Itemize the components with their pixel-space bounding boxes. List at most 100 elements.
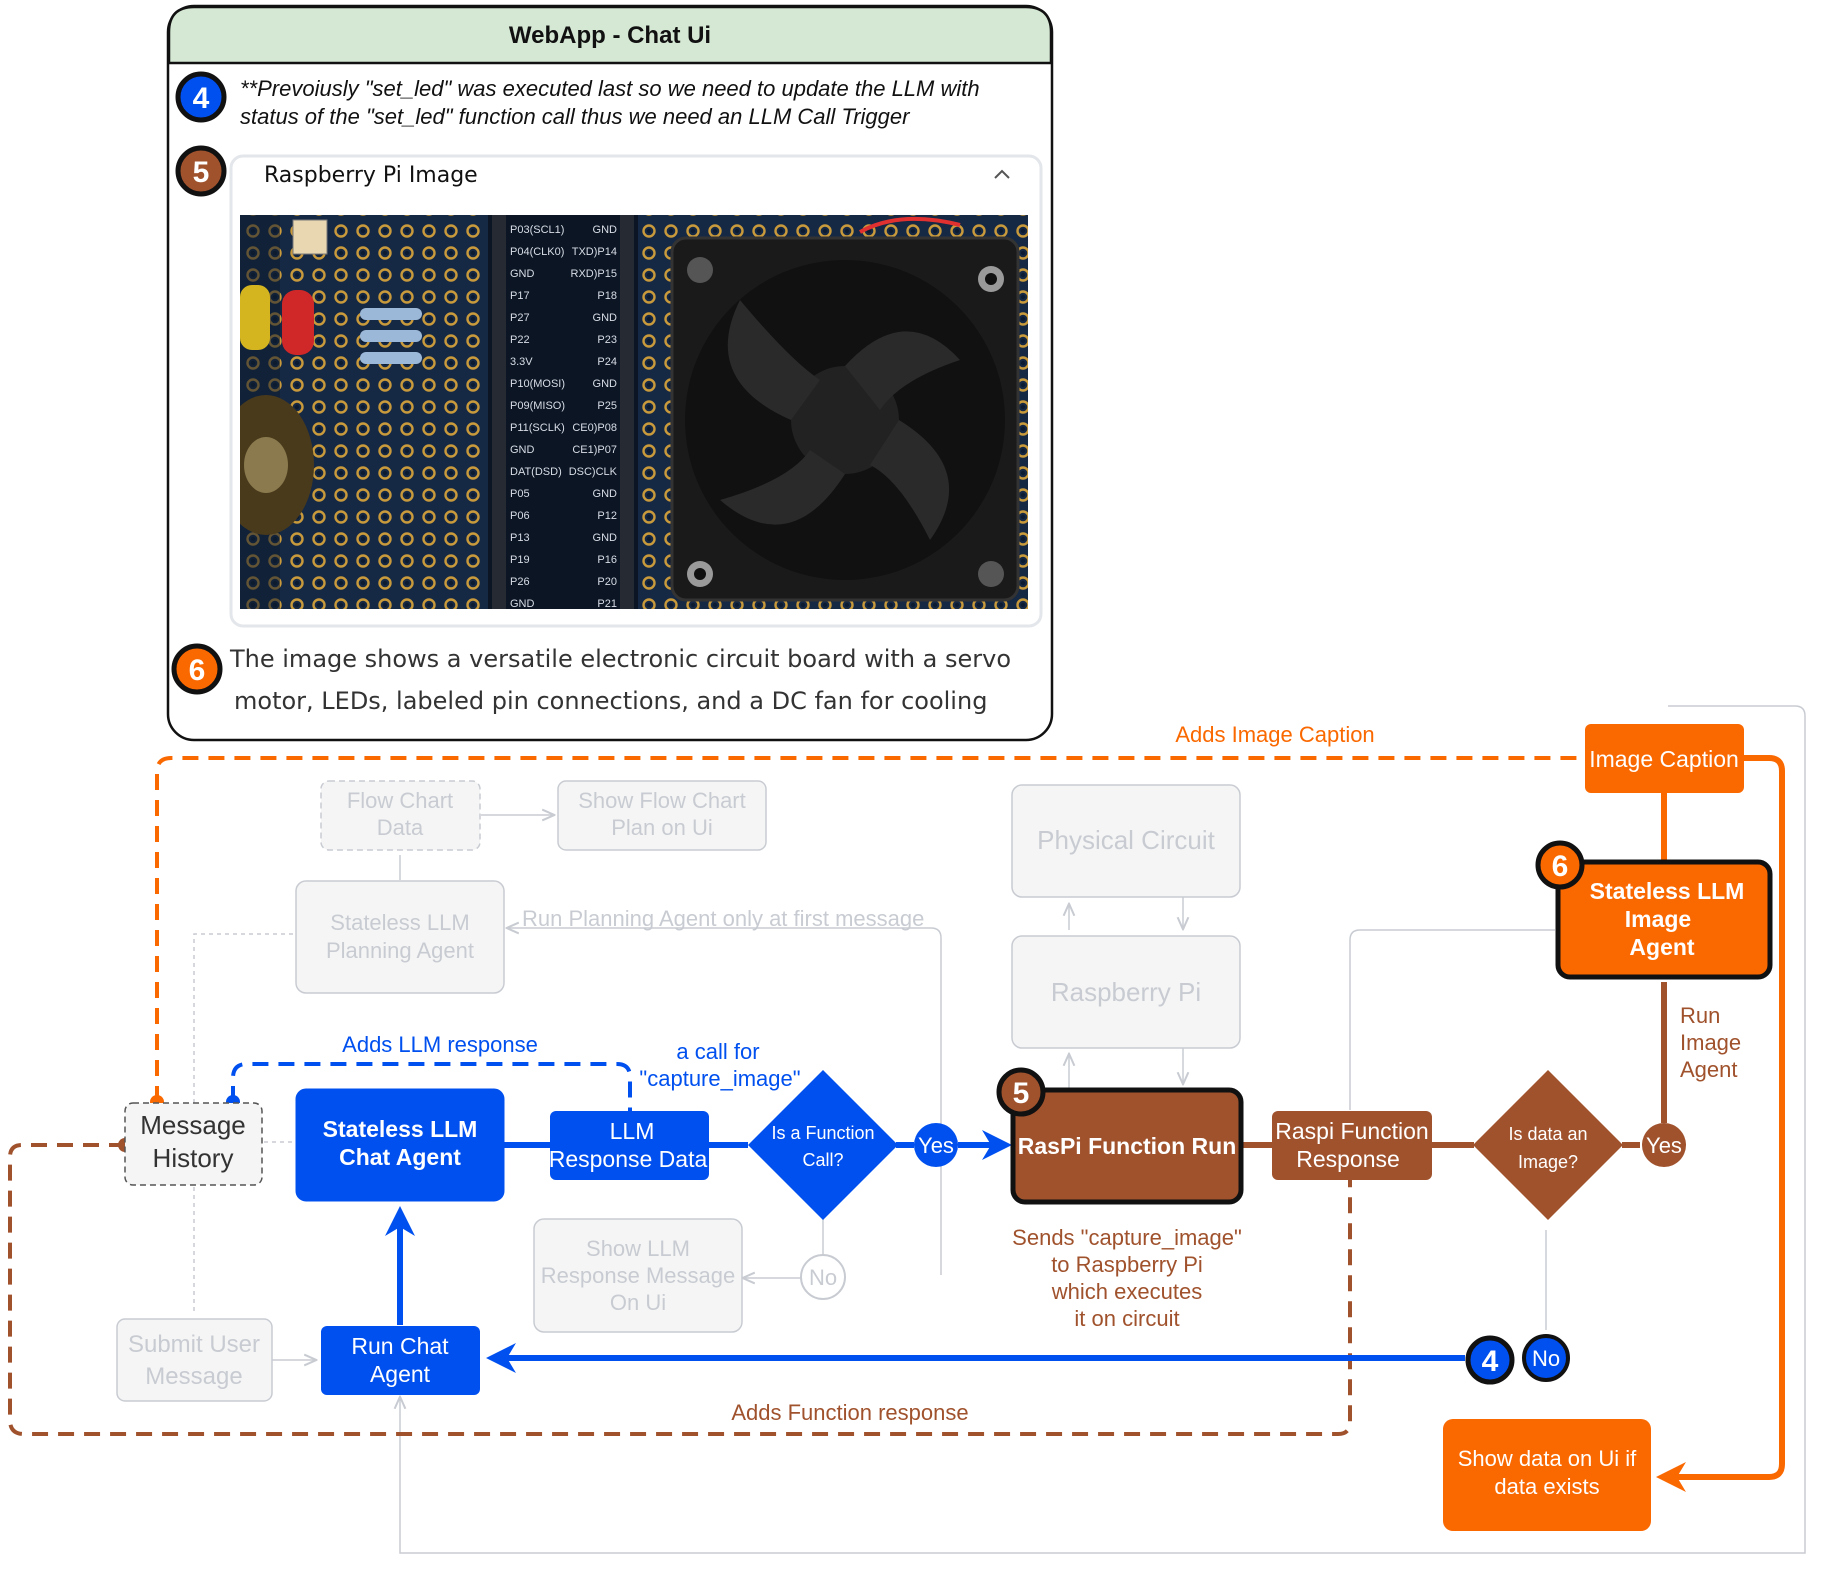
step-5-badge-number: 5 xyxy=(193,156,210,189)
pin-label-right-14: GND xyxy=(593,532,618,544)
chat-ui-title: WebApp - Chat Ui xyxy=(509,22,711,49)
svg-text:Image?: Image? xyxy=(1518,1152,1578,1172)
raspi-function-response-node: Raspi Function Response xyxy=(1272,1111,1432,1180)
svg-text:Stateless LLM: Stateless LLM xyxy=(323,1116,478,1142)
pin-label-left-16: P26 xyxy=(510,576,530,588)
data-no-badge: No xyxy=(1522,1334,1570,1382)
is-function-call-decision: Is a Function Call? xyxy=(748,1070,898,1220)
step-6-badge-number: 6 xyxy=(189,654,206,687)
svg-text:Message: Message xyxy=(140,1110,246,1140)
step-5-badge xyxy=(175,145,227,197)
flow-chart-data-node: Flow Chart Data xyxy=(320,780,481,851)
svg-text:to Raspberry Pi: to Raspberry Pi xyxy=(1051,1252,1203,1277)
pin-label-right-1: TXD)P14 xyxy=(572,246,617,258)
pin-label-right-11: DSC)CLK xyxy=(569,466,618,478)
pin-label-left-2: GND xyxy=(510,268,535,280)
pin-label-left-12: P05 xyxy=(510,488,530,500)
caption-line-2: motor, LEDs, labeled pin connections, an… xyxy=(234,687,987,715)
svg-text:Raspi Function: Raspi Function xyxy=(1275,1118,1428,1144)
pin-label-right-17: P21 xyxy=(597,598,617,610)
svg-text:it on circuit: it on circuit xyxy=(1074,1306,1179,1331)
pin-label-left-17: GND xyxy=(510,598,535,610)
svg-text:Response Message: Response Message xyxy=(541,1263,735,1288)
svg-text:Physical Circuit: Physical Circuit xyxy=(1037,825,1215,855)
message-history-node: Message History xyxy=(124,1102,263,1186)
svg-text:Agent: Agent xyxy=(1629,934,1695,960)
run-chat-agent-node: Run Chat Agent xyxy=(321,1326,480,1395)
pin-label-left-11: DAT(DSD) xyxy=(510,466,562,478)
svg-text:Response Data: Response Data xyxy=(549,1146,708,1172)
step-4-badge-number: 4 xyxy=(193,82,210,115)
svg-text:LLM: LLM xyxy=(610,1118,655,1144)
svg-text:Show data on Ui if: Show data on Ui if xyxy=(1458,1446,1637,1471)
faded-no-badge: No xyxy=(800,1254,846,1300)
pin-label-left-13: P06 xyxy=(510,510,530,522)
pin-label-right-2: RXD)P15 xyxy=(571,268,617,280)
raspi-function-run-node: RasPi Function Run xyxy=(1010,1087,1244,1205)
show-data-node: Show data on Ui if data exists xyxy=(1443,1419,1651,1531)
pin-label-right-6: P24 xyxy=(597,356,617,368)
raspberry-pi-node: Raspberry Pi xyxy=(1011,935,1241,1049)
pin-label-left-6: 3.3V xyxy=(510,356,533,368)
planning-agent-node: Stateless LLM Planning Agent xyxy=(295,880,505,994)
step-4-badge xyxy=(175,71,227,123)
submit-user-message-node: Submit User Message xyxy=(116,1318,273,1402)
show-flow-chart-node: Show Flow Chart Plan on Ui xyxy=(557,780,767,851)
image-caption-node: Image Caption xyxy=(1585,724,1744,793)
svg-text:6: 6 xyxy=(1552,850,1569,883)
svg-text:RasPi Function Run: RasPi Function Run xyxy=(1018,1133,1237,1159)
pin-label-right-4: GND xyxy=(593,312,618,324)
run-planning-label: Run Planning Agent only at first message xyxy=(522,906,924,931)
caption-line-1: The image shows a versatile electronic c… xyxy=(229,645,1011,673)
pin-label-left-8: P09(MISO) xyxy=(510,400,565,412)
svg-text:Yes: Yes xyxy=(1646,1133,1682,1158)
pin-labels-right: GNDTXD)P14RXD)P15P18GNDP23P24GNDP25CE0)P… xyxy=(569,224,618,610)
run-image-agent-label: Run Image Agent xyxy=(1680,1003,1741,1082)
blue-connectors xyxy=(385,1130,1465,1373)
push-button xyxy=(292,219,328,255)
svg-text:Sends "capture_image": Sends "capture_image" xyxy=(1012,1225,1242,1250)
sends-capture-image-label: Sends "capture_image" to Raspberry Pi wh… xyxy=(1012,1225,1242,1331)
pin-label-left-5: P22 xyxy=(510,334,530,346)
pin-label-right-13: P12 xyxy=(597,510,617,522)
svg-text:Is a Function: Is a Function xyxy=(771,1123,874,1143)
pin-label-right-5: P23 xyxy=(597,334,617,346)
show-llm-response-node: Show LLM Response Message On Ui xyxy=(533,1218,743,1333)
llm-response-data-node: LLM Response Data xyxy=(549,1111,709,1180)
svg-text:Show Flow Chart: Show Flow Chart xyxy=(578,788,746,813)
svg-text:Response: Response xyxy=(1296,1146,1400,1172)
collapse-chevron-up-icon[interactable] xyxy=(994,169,1010,179)
svg-text:Flow Chart: Flow Chart xyxy=(347,788,453,813)
faded-dotted-connectors xyxy=(193,933,294,1312)
svg-text:Agent: Agent xyxy=(1680,1057,1738,1082)
svg-text:No: No xyxy=(1532,1346,1560,1371)
svg-text:Agent: Agent xyxy=(370,1361,431,1387)
brown-connectors xyxy=(1242,982,1667,1148)
pin-labels-left: P03(SCL1)P04(CLK0)GNDP17P27P223.3VP10(MO… xyxy=(510,224,565,610)
svg-text:Show LLM: Show LLM xyxy=(586,1236,690,1261)
svg-text:Submit User: Submit User xyxy=(128,1331,260,1358)
svg-text:Plan on Ui: Plan on Ui xyxy=(611,815,713,840)
adds-llm-response-label: Adds LLM response xyxy=(342,1032,538,1057)
call-for-label-2: "capture_image" xyxy=(639,1066,800,1091)
svg-text:Message: Message xyxy=(145,1363,242,1390)
pin-label-right-0: GND xyxy=(593,224,618,236)
image-card-title: Raspberry Pi Image xyxy=(264,163,478,188)
pin-label-right-9: CE0)P08 xyxy=(572,422,617,434)
call-for-label-1: a call for xyxy=(676,1039,759,1064)
adds-image-caption-label: Adds Image Caption xyxy=(1175,722,1374,747)
function-yes-badge: Yes xyxy=(914,1123,958,1167)
pin-label-left-4: P27 xyxy=(510,312,530,324)
is-data-image-decision: Is data an Image? xyxy=(1473,1070,1623,1220)
image-caption-loop: Adds Image Caption xyxy=(150,722,1585,1109)
svg-text:Run Chat: Run Chat xyxy=(351,1333,449,1359)
pin-label-left-1: P04(CLK0) xyxy=(510,246,564,258)
svg-text:data exists: data exists xyxy=(1494,1474,1599,1499)
svg-text:On Ui: On Ui xyxy=(610,1290,666,1315)
svg-text:which executes: which executes xyxy=(1051,1279,1202,1304)
pin-label-right-7: GND xyxy=(593,378,618,390)
svg-text:Image: Image xyxy=(1625,906,1691,932)
note-line-2: status of the "set_led" function call th… xyxy=(240,104,911,129)
